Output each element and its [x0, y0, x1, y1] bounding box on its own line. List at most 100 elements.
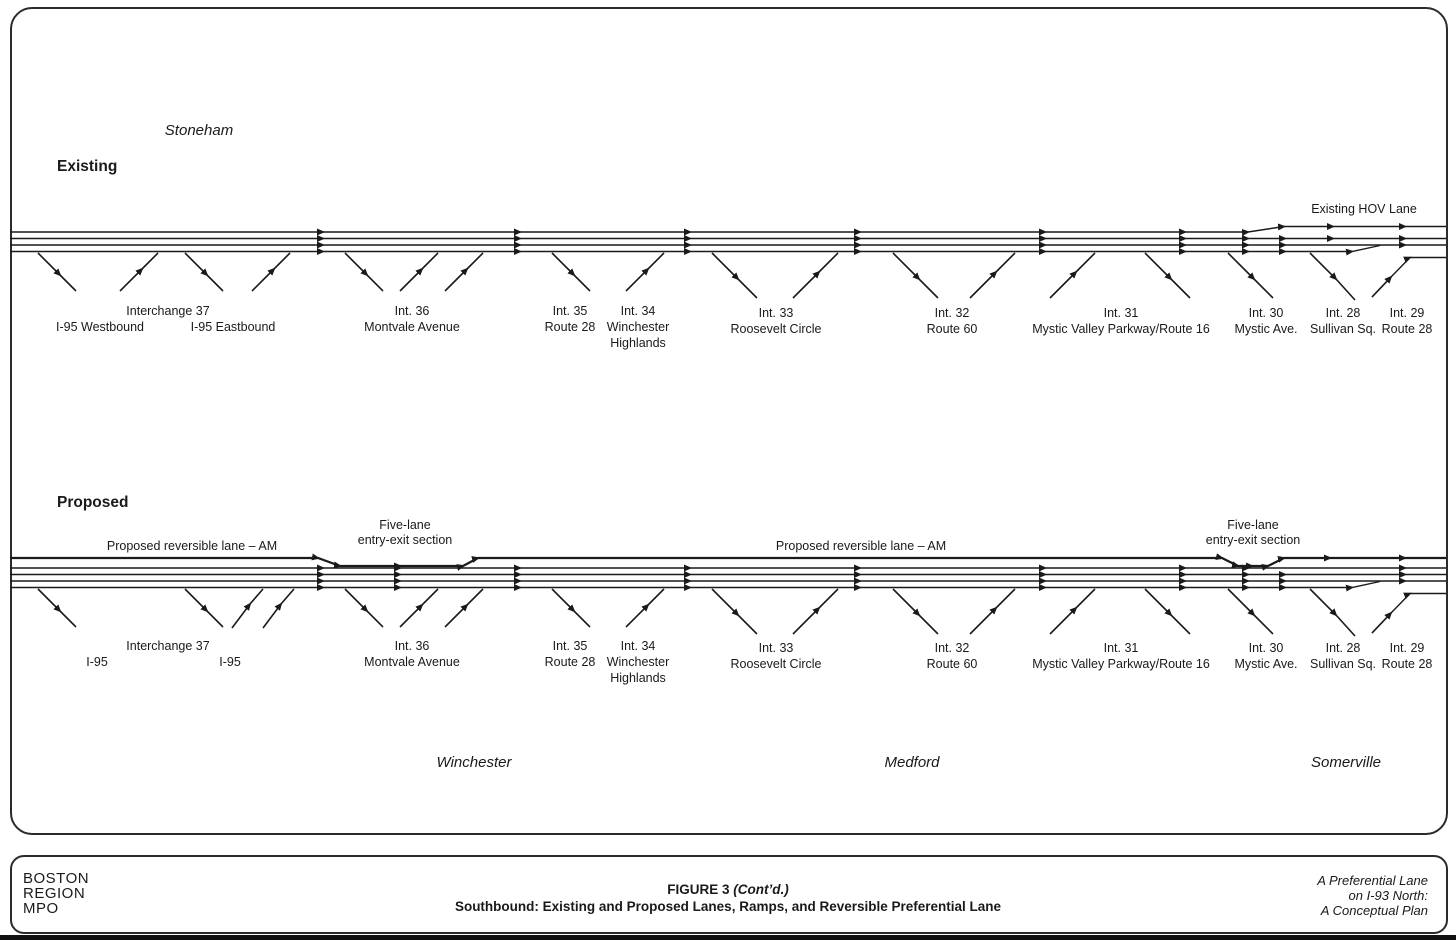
off-ramp-arrow: [344, 588, 384, 628]
int-32-label-proposed: Int. 32: [934, 641, 970, 655]
org-line-2: REGION: [23, 885, 86, 902]
int-35-label: Int. 35: [552, 304, 588, 318]
on-ramp-arrow: [792, 252, 839, 299]
on-ramp-arrow: [1371, 276, 1392, 298]
on-ramp-arrow: [262, 588, 295, 629]
proposed-reversible-lane: [10, 553, 1446, 571]
on-ramp-arrow: [119, 252, 159, 292]
off-ramp-arrow: [892, 588, 939, 635]
off-ramp-arrow: [711, 588, 758, 635]
plan-title: A Preferential Lane on I-93 North: A Con…: [1317, 873, 1428, 918]
int-31-name-proposed: Mystic Valley Parkway/Route 16: [1032, 657, 1210, 671]
five-lane-label-right-1: Five-lane: [1227, 518, 1279, 532]
int-29-label: Int. 29: [1389, 306, 1425, 320]
off-ramp-arrow: [1144, 252, 1191, 299]
off-ramp-arrow: [1309, 252, 1356, 301]
figure-number-line: FIGURE 3 (Cont’d.): [667, 882, 789, 897]
plan-line-2: on I-93 North:: [1348, 888, 1429, 903]
on-ramp-arrow: [969, 588, 1016, 635]
footer-title-block: [10, 855, 1448, 934]
interchange-37-title: Interchange 37: [126, 304, 210, 318]
int-29-name: Route 28: [1381, 322, 1433, 336]
on-ramp-arrow: [231, 588, 264, 629]
on-ramp-arrow: [625, 588, 665, 628]
existing-section-heading: Existing: [57, 158, 118, 175]
int-28-label: Int. 28: [1325, 306, 1361, 320]
reversible-lane-am-label-mid: Proposed reversible lane – AM: [775, 539, 947, 553]
existing-hov-lane-label: Existing HOV Lane: [1311, 202, 1417, 216]
on-ramp-arrow: [444, 252, 484, 292]
int-36-name: Montvale Avenue: [364, 320, 460, 334]
off-ramp-arrow: [184, 252, 224, 292]
org-name: BOSTON REGION MPO: [23, 871, 89, 916]
int-31-label: Int. 31: [1103, 306, 1139, 320]
int-34-name-1-proposed: Winchester: [606, 655, 670, 669]
int-30-label: Int. 30: [1248, 306, 1284, 320]
off-ramp-arrow: [37, 588, 77, 628]
int-29-label-proposed: Int. 29: [1389, 641, 1425, 655]
off-ramp-arrow: [1309, 588, 1356, 637]
on-ramp-arrow: [251, 252, 291, 292]
int-28-name: Sullivan Sq.: [1309, 322, 1377, 336]
int-36-name-proposed: Montvale Avenue: [364, 655, 460, 669]
int-36-label: Int. 36: [394, 304, 430, 318]
interchange-37-i95-eastbound: I-95 Eastbound: [190, 320, 276, 334]
int-34-name-2-proposed: Highlands: [610, 671, 666, 685]
interchange-37-i95-westbound: I-95 Westbound: [55, 320, 145, 334]
interchange-37-i95-proposed-2: I-95: [219, 655, 241, 669]
int-35-label-proposed: Int. 35: [552, 639, 588, 653]
off-ramp-arrow: [551, 588, 591, 628]
proposed-lane-4-merge: [10, 580, 1381, 592]
off-ramp-arrow: [1144, 588, 1191, 635]
figure-label: FIGURE 3: [667, 882, 730, 897]
existing-route28-merge-lane: [1371, 256, 1446, 298]
five-lane-label-left-2: entry-exit section: [357, 533, 453, 547]
int-35-name: Route 28: [544, 320, 596, 334]
int-34-name-2: Highlands: [610, 336, 666, 350]
int-32-label: Int. 32: [934, 306, 970, 320]
existing-ramps: [37, 252, 1392, 301]
int-34-label-proposed: Int. 34: [620, 639, 656, 653]
city-label-somerville: Somerville: [1310, 754, 1382, 771]
on-ramp-arrow: [399, 588, 439, 628]
existing-lanes: [10, 223, 1446, 298]
city-label-stoneham: Stoneham: [164, 122, 234, 139]
org-line-3: MPO: [23, 900, 59, 917]
interchange-37-title-proposed: Interchange 37: [126, 639, 210, 653]
int-36-label-proposed: Int. 36: [394, 639, 430, 653]
existing-lane-1-hov-branch: [10, 223, 1446, 236]
int-31-name: Mystic Valley Parkway/Route 16: [1032, 322, 1210, 336]
plan-line-1: A Preferential Lane: [1317, 873, 1428, 888]
on-ramp-arrow: [625, 252, 665, 292]
off-ramp-arrow: [184, 588, 224, 628]
int-33-label: Int. 33: [758, 306, 794, 320]
five-lane-label-right-2: entry-exit section: [1205, 533, 1301, 547]
int-33-name-proposed: Roosevelt Circle: [730, 657, 822, 671]
proposed-lanes: [10, 553, 1446, 634]
int-29-name-proposed: Route 28: [1381, 657, 1433, 671]
proposed-section-heading: Proposed: [57, 494, 129, 511]
off-ramp-arrow: [344, 252, 384, 292]
off-ramp-arrow: [1227, 252, 1274, 299]
off-ramp-arrow: [551, 252, 591, 292]
proposed-route28-merge-lane: [1371, 592, 1446, 634]
existing-lane-4-merge: [10, 244, 1381, 256]
interchange-37-i95-proposed-1: I-95: [86, 655, 108, 669]
int-33-name: Roosevelt Circle: [730, 322, 822, 336]
int-30-label-proposed: Int. 30: [1248, 641, 1284, 655]
reversible-lane-am-label-left: Proposed reversible lane – AM: [106, 539, 278, 553]
int-28-label-proposed: Int. 28: [1325, 641, 1361, 655]
off-ramp-arrow: [1227, 588, 1274, 635]
figure-subtitle: Southbound: Existing and Proposed Lanes,…: [454, 899, 1002, 914]
city-label-winchester: Winchester: [436, 754, 512, 771]
int-32-name: Route 60: [926, 322, 978, 336]
figure-continued: (Cont’d.): [733, 882, 789, 897]
on-ramp-arrow: [969, 252, 1016, 299]
off-ramp-arrow: [37, 252, 77, 292]
org-line-1: BOSTON: [23, 870, 90, 887]
five-lane-label-left-1: Five-lane: [379, 518, 431, 532]
on-ramp-arrow: [1049, 252, 1096, 299]
off-ramp-arrow: [711, 252, 758, 299]
int-31-label-proposed: Int. 31: [1103, 641, 1139, 655]
